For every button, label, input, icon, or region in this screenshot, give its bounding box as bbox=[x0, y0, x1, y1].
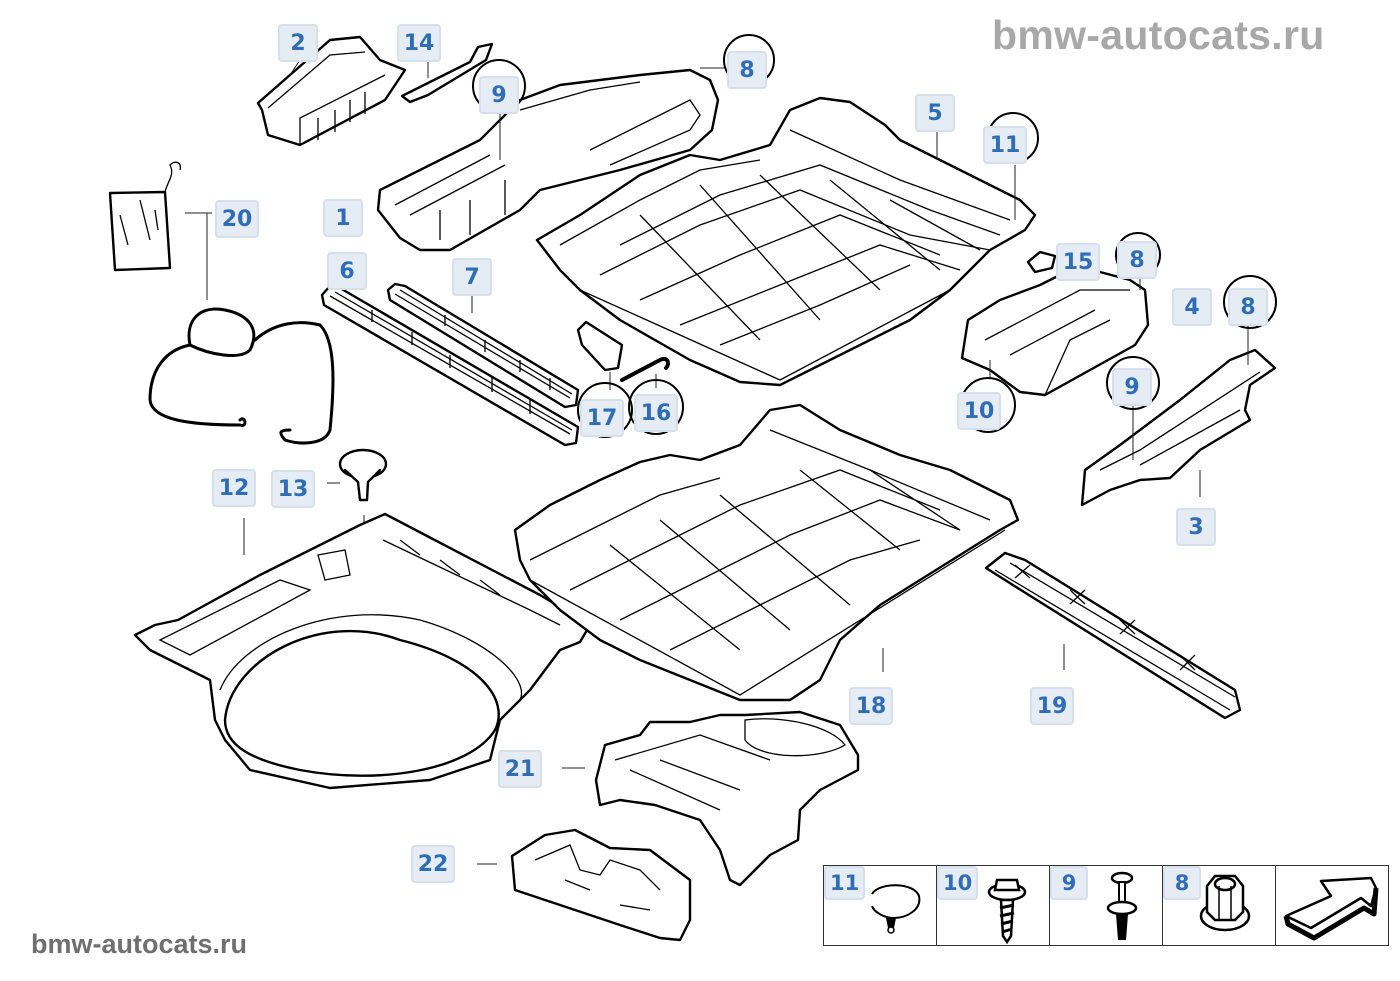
part-tool-kit-holder[interactable] bbox=[562, 710, 860, 887]
part-strip[interactable] bbox=[400, 42, 494, 104]
legend-cell-nut[interactable]: 8 bbox=[1163, 866, 1276, 945]
part-tool-kit-insert[interactable] bbox=[477, 828, 692, 942]
callout-5[interactable]: 5 bbox=[915, 94, 955, 132]
legend-cell-rivet[interactable]: 9 bbox=[1050, 866, 1163, 945]
callout-11[interactable]: 11 bbox=[983, 126, 1027, 164]
part-support-rail[interactable] bbox=[984, 551, 1242, 720]
callout-10[interactable]: 10 bbox=[957, 392, 1001, 430]
part-cord[interactable] bbox=[148, 307, 335, 445]
part-ribbed-strip-6[interactable] bbox=[320, 284, 580, 447]
part-storage-box[interactable] bbox=[256, 35, 407, 147]
legend-label-8: 8 bbox=[1163, 866, 1201, 900]
screw-icon bbox=[987, 878, 1027, 945]
callout-16[interactable]: 16 bbox=[634, 394, 678, 432]
part-upper-floor-tray[interactable] bbox=[535, 96, 1037, 387]
part-small-clip[interactable] bbox=[1026, 250, 1057, 274]
callout-2[interactable]: 2 bbox=[278, 24, 318, 62]
part-mushroom-fastener[interactable] bbox=[327, 448, 388, 720]
legend-cell-clip[interactable]: 11 bbox=[824, 866, 937, 945]
fastener-legend: 11 10 9 8 bbox=[823, 865, 1389, 946]
part-right-side-tray[interactable] bbox=[960, 270, 1150, 397]
watermark-top: bmw-autocats.ru bbox=[992, 12, 1325, 58]
callout-14[interactable]: 14 bbox=[397, 24, 441, 62]
legend-label-10: 10 bbox=[937, 866, 979, 900]
callout-1[interactable]: 1 bbox=[323, 199, 363, 237]
callout-19[interactable]: 19 bbox=[1030, 687, 1074, 725]
watermark-bottom: bmw-autocats.ru bbox=[31, 929, 248, 959]
callout-18[interactable]: 18 bbox=[849, 687, 893, 725]
part-handle[interactable] bbox=[576, 320, 624, 390]
callout-4[interactable]: 4 bbox=[1172, 288, 1212, 326]
callout-13[interactable]: 13 bbox=[271, 470, 315, 508]
legend-label-9: 9 bbox=[1050, 866, 1088, 900]
part-lower-floor-tray[interactable] bbox=[513, 403, 1020, 702]
callout-9-right[interactable]: 9 bbox=[1112, 368, 1152, 406]
clip-icon bbox=[871, 884, 921, 934]
legend-cell-arrow bbox=[1276, 866, 1388, 945]
callout-8-top[interactable]: 8 bbox=[727, 51, 767, 89]
part-right-bracket[interactable] bbox=[1080, 325, 1277, 507]
callout-15[interactable]: 15 bbox=[1056, 243, 1100, 281]
callout-8-right[interactable]: 8 bbox=[1228, 288, 1268, 326]
part-spare-wheel-tray[interactable] bbox=[133, 512, 592, 790]
rivet-icon bbox=[1106, 871, 1138, 940]
part-ribbed-strip-7[interactable] bbox=[386, 282, 580, 409]
callout-17[interactable]: 17 bbox=[580, 399, 624, 437]
callout-6[interactable]: 6 bbox=[327, 252, 367, 290]
legend-cell-screw[interactable]: 10 bbox=[937, 866, 1050, 945]
part-net-bag[interactable] bbox=[108, 161, 212, 300]
callout-12[interactable]: 12 bbox=[212, 469, 256, 507]
callout-3[interactable]: 3 bbox=[1176, 508, 1216, 546]
callout-8-mid[interactable]: 8 bbox=[1117, 241, 1157, 279]
legend-label-11: 11 bbox=[824, 866, 866, 900]
callout-22[interactable]: 22 bbox=[411, 845, 455, 883]
callout-7[interactable]: 7 bbox=[452, 258, 492, 296]
arrow-icon bbox=[1283, 876, 1379, 941]
callout-9-top[interactable]: 9 bbox=[479, 76, 519, 114]
part-hook[interactable] bbox=[620, 357, 670, 388]
callout-21[interactable]: 21 bbox=[498, 750, 542, 788]
callout-20[interactable]: 20 bbox=[215, 200, 259, 238]
nut-icon bbox=[1199, 874, 1251, 932]
